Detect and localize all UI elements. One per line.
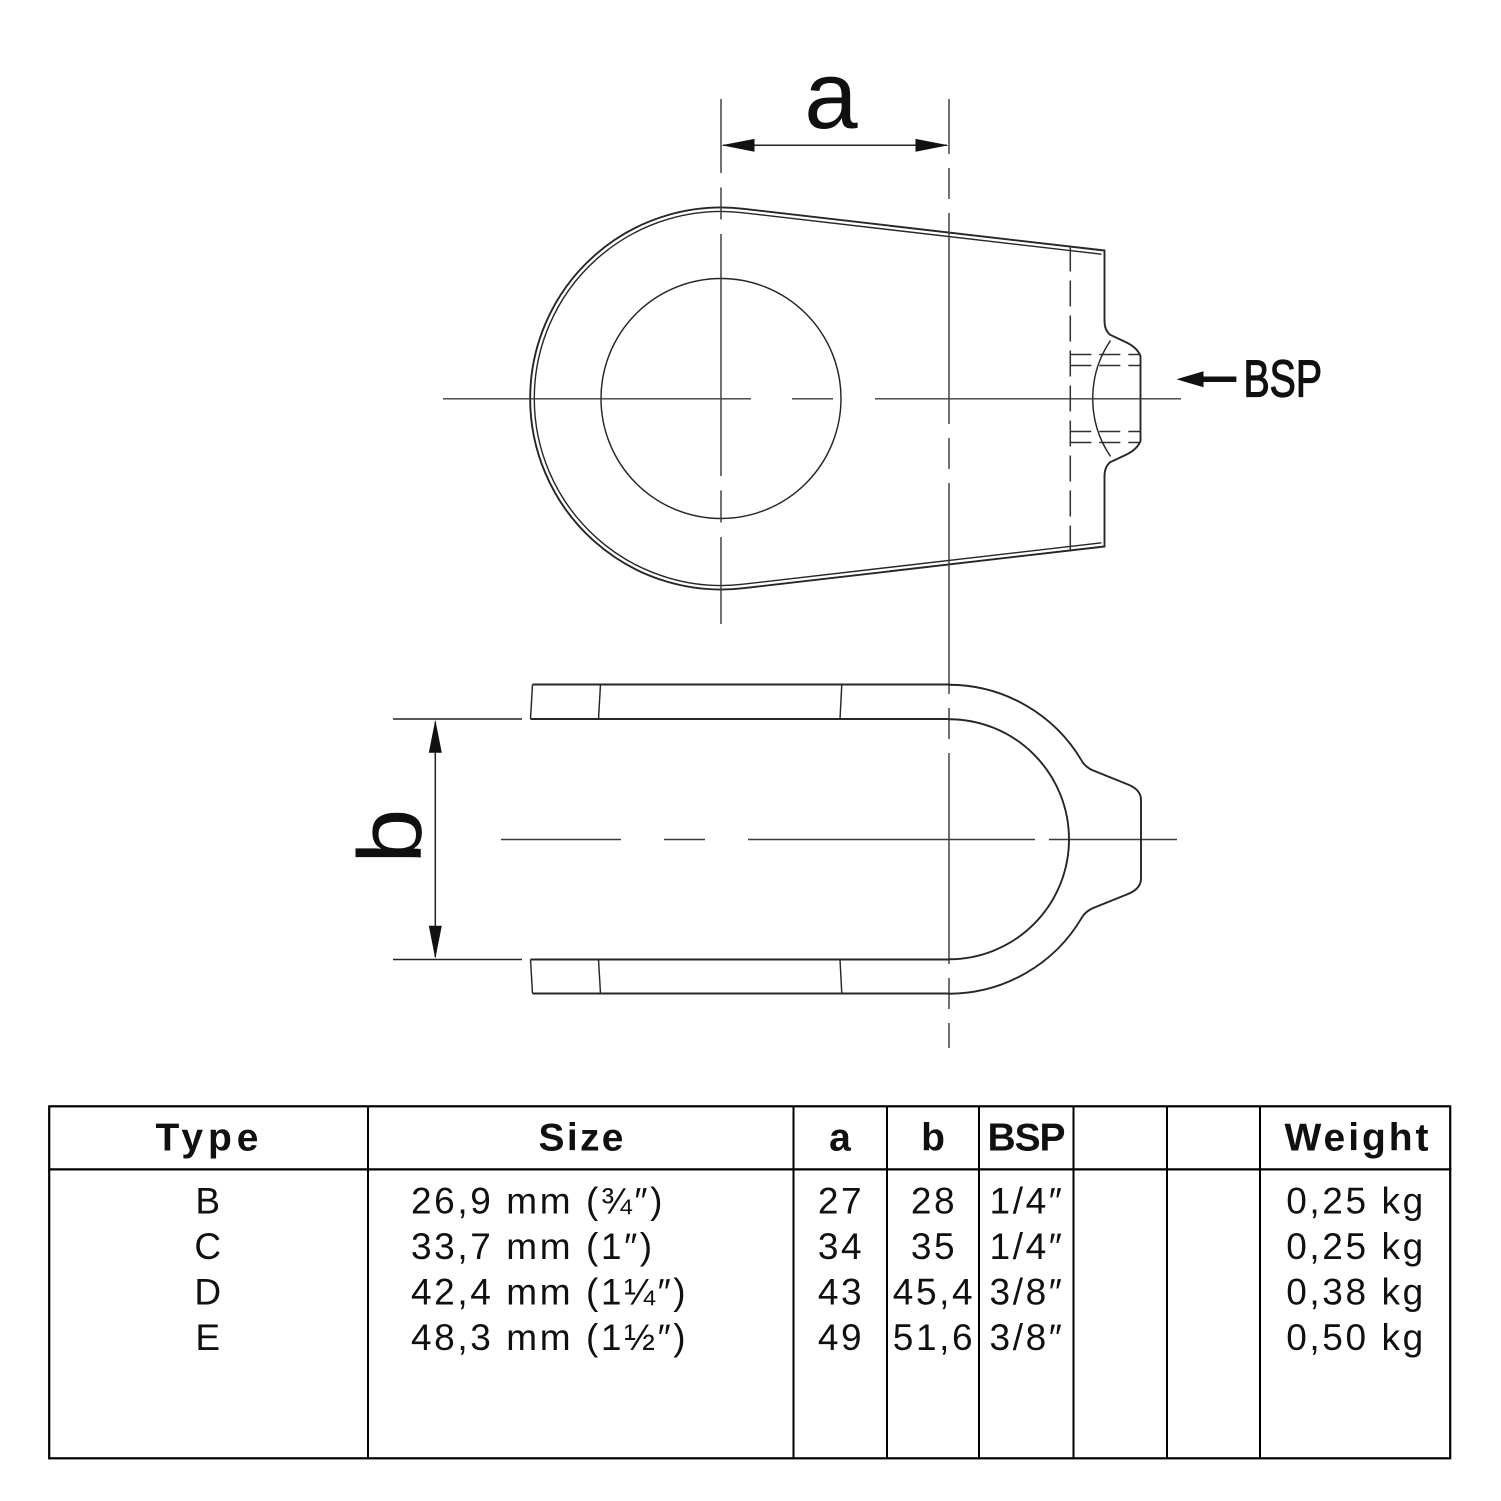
svg-text:Weight: Weight: [1285, 1117, 1429, 1160]
svg-text:45,4: 45,4: [893, 1272, 975, 1313]
svg-text:BSP: BSP: [1244, 351, 1323, 409]
svg-text:34: 34: [818, 1226, 864, 1267]
svg-text:C: C: [194, 1226, 223, 1267]
svg-text:0,25 kg: 0,25 kg: [1286, 1226, 1426, 1267]
svg-text:49: 49: [818, 1317, 864, 1358]
svg-text:a: a: [804, 42, 858, 149]
svg-text:3/8″: 3/8″: [990, 1317, 1065, 1358]
svg-text:3/8″: 3/8″: [990, 1272, 1065, 1313]
svg-text:0,25 kg: 0,25 kg: [1286, 1181, 1426, 1222]
svg-text:0,50 kg: 0,50 kg: [1286, 1317, 1426, 1358]
svg-text:BSP: BSP: [988, 1117, 1066, 1160]
svg-text:b: b: [340, 809, 441, 864]
svg-text:0,38 kg: 0,38 kg: [1286, 1272, 1426, 1313]
svg-text:51,6: 51,6: [893, 1317, 975, 1358]
svg-text:D: D: [194, 1272, 223, 1313]
svg-text:1/4″: 1/4″: [990, 1226, 1065, 1267]
svg-text:1/4″: 1/4″: [990, 1181, 1065, 1222]
svg-text:33,7 mm (1″): 33,7 mm (1″): [411, 1226, 655, 1267]
svg-text:B: B: [195, 1181, 222, 1222]
svg-text:E: E: [195, 1317, 222, 1358]
svg-text:26,9 mm (¾″): 26,9 mm (¾″): [411, 1181, 665, 1222]
svg-text:43: 43: [818, 1272, 864, 1313]
svg-text:b: b: [921, 1117, 945, 1160]
svg-text:27: 27: [818, 1181, 864, 1222]
svg-text:48,3 mm (1½″): 48,3 mm (1½″): [411, 1317, 688, 1358]
svg-text:Type: Type: [156, 1117, 259, 1160]
svg-text:Size: Size: [539, 1117, 624, 1160]
svg-text:35: 35: [911, 1226, 957, 1267]
svg-text:a: a: [829, 1117, 851, 1160]
svg-text:42,4 mm (1¼″): 42,4 mm (1¼″): [411, 1272, 688, 1313]
svg-text:28: 28: [911, 1181, 957, 1222]
